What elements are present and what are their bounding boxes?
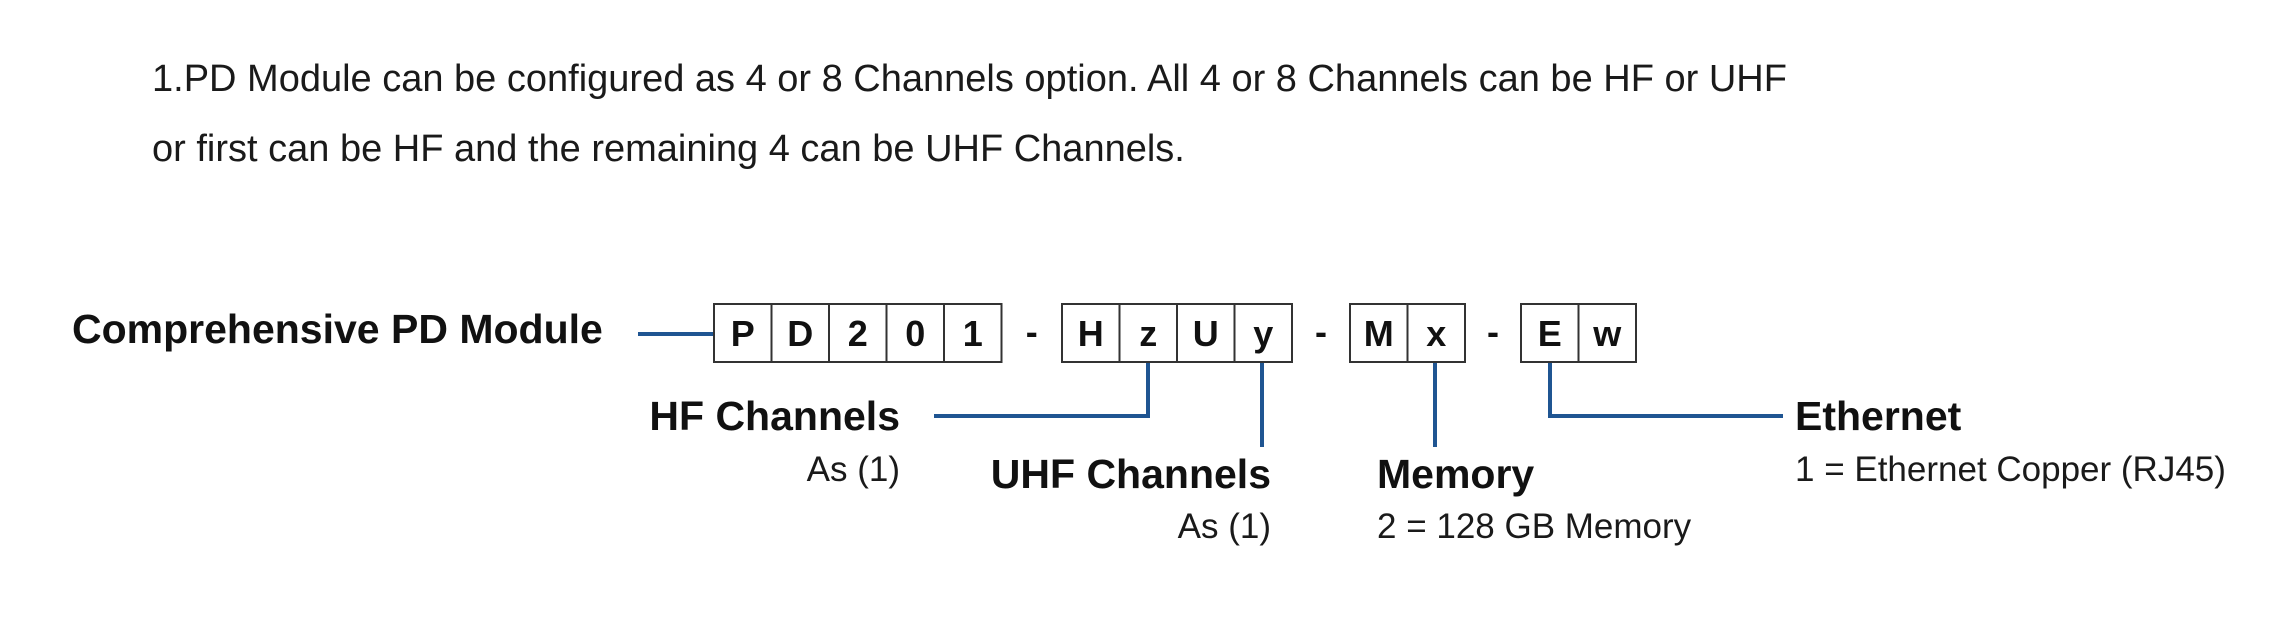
code-box	[1520, 303, 1580, 363]
code-box	[828, 303, 888, 363]
code-box	[1406, 303, 1466, 363]
memory-value: 2 = 128 GB Memory	[1377, 507, 1692, 546]
hf-connector	[934, 362, 1150, 418]
code-separators: ---	[1026, 311, 1499, 352]
code-char: U	[1193, 313, 1219, 354]
code-char: 2	[848, 313, 868, 354]
code-box	[1061, 303, 1121, 363]
code-char: y	[1253, 313, 1273, 354]
uhf-channels-title: UHF Channels	[990, 451, 1271, 497]
memory-title: Memory	[1377, 451, 1535, 497]
code-char: E	[1538, 313, 1562, 354]
code-box	[1577, 303, 1637, 363]
note-line-1: 1.PD Module can be configured as 4 or 8 …	[152, 58, 1787, 100]
code-separator: -	[1315, 311, 1327, 352]
code-separator: -	[1026, 311, 1038, 352]
hf-channels-title: HF Channels	[649, 393, 900, 439]
code-box	[943, 303, 1003, 363]
code-char: 1	[963, 313, 983, 354]
ethernet-title: Ethernet	[1795, 393, 1962, 439]
note-line-2: or first can be HF and the remaining 4 c…	[152, 128, 1185, 170]
hf-channels-value: As (1)	[806, 450, 900, 489]
ethernet-value: 1 = Ethernet Copper (RJ45)	[1795, 450, 2226, 489]
configuration-note: 1.PD Module can be configured as 4 or 8 …	[152, 44, 2052, 184]
code-box	[885, 303, 945, 363]
code-box	[713, 303, 773, 363]
code-box	[1349, 303, 1409, 363]
code-char: 0	[905, 313, 925, 354]
code-box	[1176, 303, 1236, 363]
uhf-channels-value: As (1)	[1177, 507, 1271, 546]
code-char: w	[1592, 313, 1622, 354]
code-char: M	[1364, 313, 1394, 354]
ethernet-connector	[1548, 362, 1783, 418]
code-separator: -	[1487, 311, 1499, 352]
code-box	[1233, 303, 1293, 363]
code-box	[1118, 303, 1178, 363]
code-char: x	[1426, 313, 1446, 354]
code-char: H	[1078, 313, 1104, 354]
module-label: Comprehensive PD Module	[72, 306, 603, 352]
code-char: z	[1139, 313, 1157, 354]
code-char: D	[787, 313, 813, 354]
code-char: P	[731, 313, 755, 354]
connector-lines	[638, 332, 1783, 447]
